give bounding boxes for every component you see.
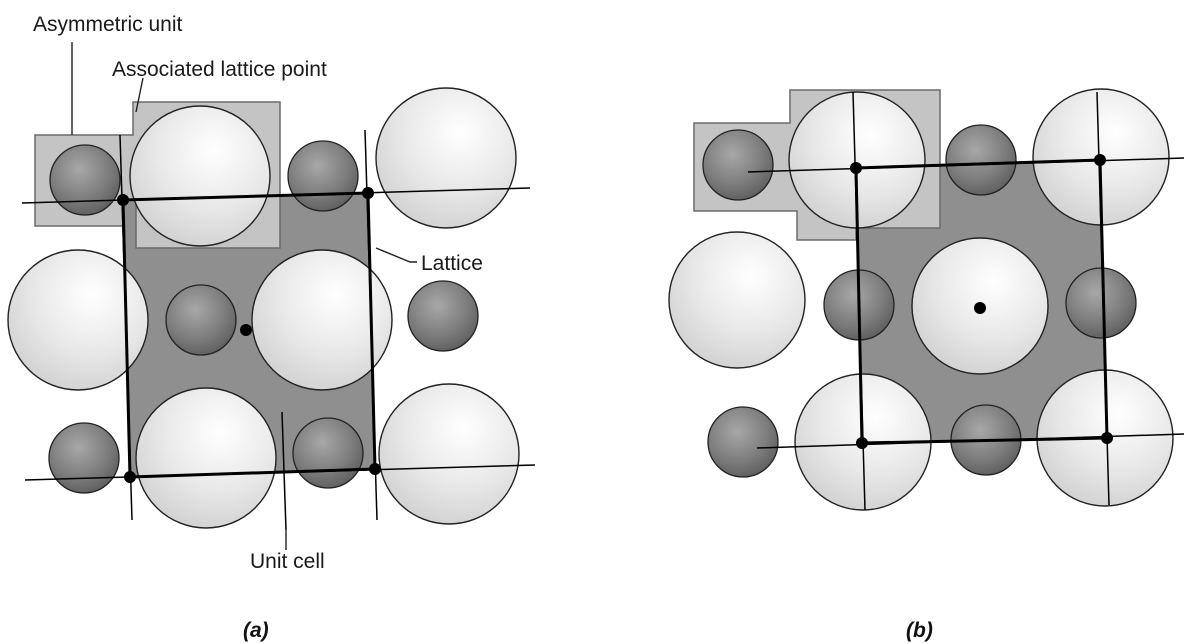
small-atom (49, 144, 121, 216)
label-unit-cell: Unit cell (250, 550, 325, 573)
label-asymmetric-unit: Asymmetric unit (33, 13, 183, 36)
small-atom (287, 140, 359, 212)
small-atom (945, 124, 1017, 196)
label-lattice: Lattice (421, 252, 483, 275)
lattice-point (124, 471, 136, 483)
lattice-point (856, 437, 868, 449)
lattice-point (850, 162, 862, 174)
center-point (240, 324, 252, 336)
caption-b: (b) (906, 619, 933, 642)
small-atom (407, 280, 479, 352)
lattice-point (117, 194, 129, 206)
caption-a: (a) (243, 619, 269, 642)
lattice-point (369, 463, 381, 475)
large-atom (378, 383, 520, 525)
large-atom (251, 249, 393, 391)
large-atom (668, 231, 806, 369)
small-atom (1065, 267, 1137, 339)
large-atom (375, 87, 517, 229)
small-atom (48, 422, 120, 494)
lattice-point (362, 187, 374, 199)
large-atom (7, 249, 149, 391)
small-atom (165, 284, 237, 356)
large-atom (135, 387, 277, 529)
lattice-point (1094, 154, 1106, 166)
panel-a: Asymmetric unit Associated lattice point… (7, 13, 536, 642)
lattice-point (1101, 432, 1113, 444)
small-atom (707, 406, 779, 478)
leader-lines (71, 42, 417, 550)
small-atom (702, 129, 774, 201)
small-atom (292, 417, 364, 489)
label-associated-lattice-point: Associated lattice point (112, 58, 327, 81)
center-point (974, 302, 986, 314)
panel-b: (b) (668, 88, 1184, 642)
large-atom (129, 105, 271, 247)
